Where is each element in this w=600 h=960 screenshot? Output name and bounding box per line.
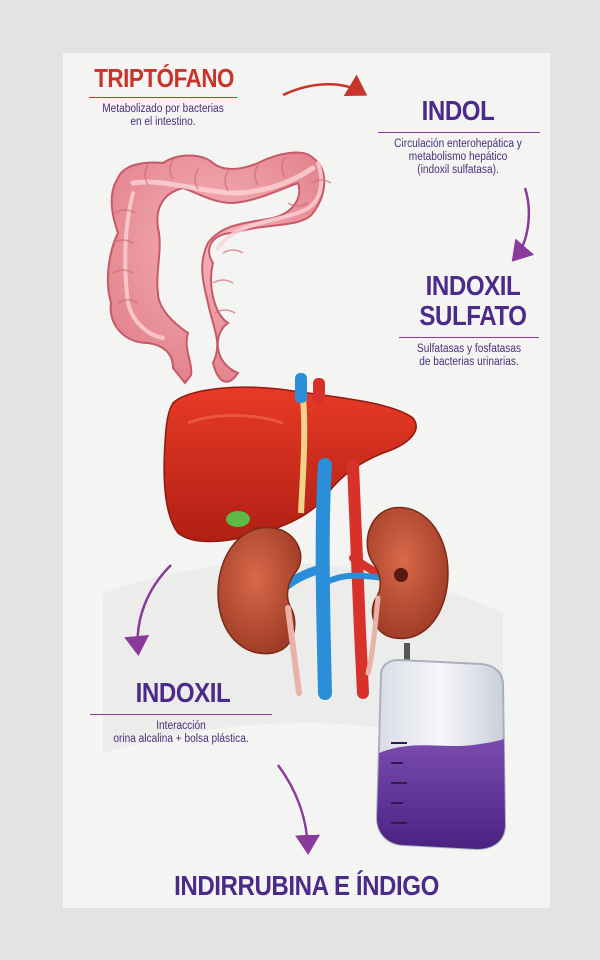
urine-bag-illustration — [377, 643, 505, 849]
step-indoxil-sulfato-text: Sulfatasas y fosfatasas de bacterias uri… — [398, 343, 541, 369]
arrow-indoxil-to-indigo — [278, 765, 308, 850]
step-indoxil-title: INDOXIL — [127, 677, 239, 709]
title-underline — [378, 132, 540, 133]
arrow-indol-to-indoxil-sulfato — [515, 188, 529, 258]
step-indoxil-text: Interacción orina alcalina + bolsa plást… — [93, 720, 269, 746]
arrow-triptofano-to-indol — [283, 84, 363, 95]
step-indol-title: INDOL — [402, 95, 514, 127]
step-final-title: INDIRRUBINA E ÍNDIGO — [131, 870, 481, 902]
step-triptofano-title: TRIPTÓFANO — [94, 63, 232, 94]
title-line: SULFATO — [417, 301, 529, 331]
title-underline — [399, 337, 539, 338]
step-triptofano-text: Metabolizado por bacterias en el intesti… — [84, 103, 242, 129]
title-underline — [90, 714, 272, 715]
colon-illustration — [108, 153, 331, 383]
title-underline — [89, 97, 237, 98]
step-indoxil-sulfato-title: INDOXIL SULFATO — [417, 271, 529, 331]
title-line: INDOXIL — [417, 271, 529, 301]
step-indol-text: Circulación enterohepática y metabolismo… — [377, 138, 539, 177]
anatomy-artwork — [63, 53, 550, 908]
infographic-poster: TRIPTÓFANO Metabolizado por bacterias en… — [63, 53, 550, 908]
